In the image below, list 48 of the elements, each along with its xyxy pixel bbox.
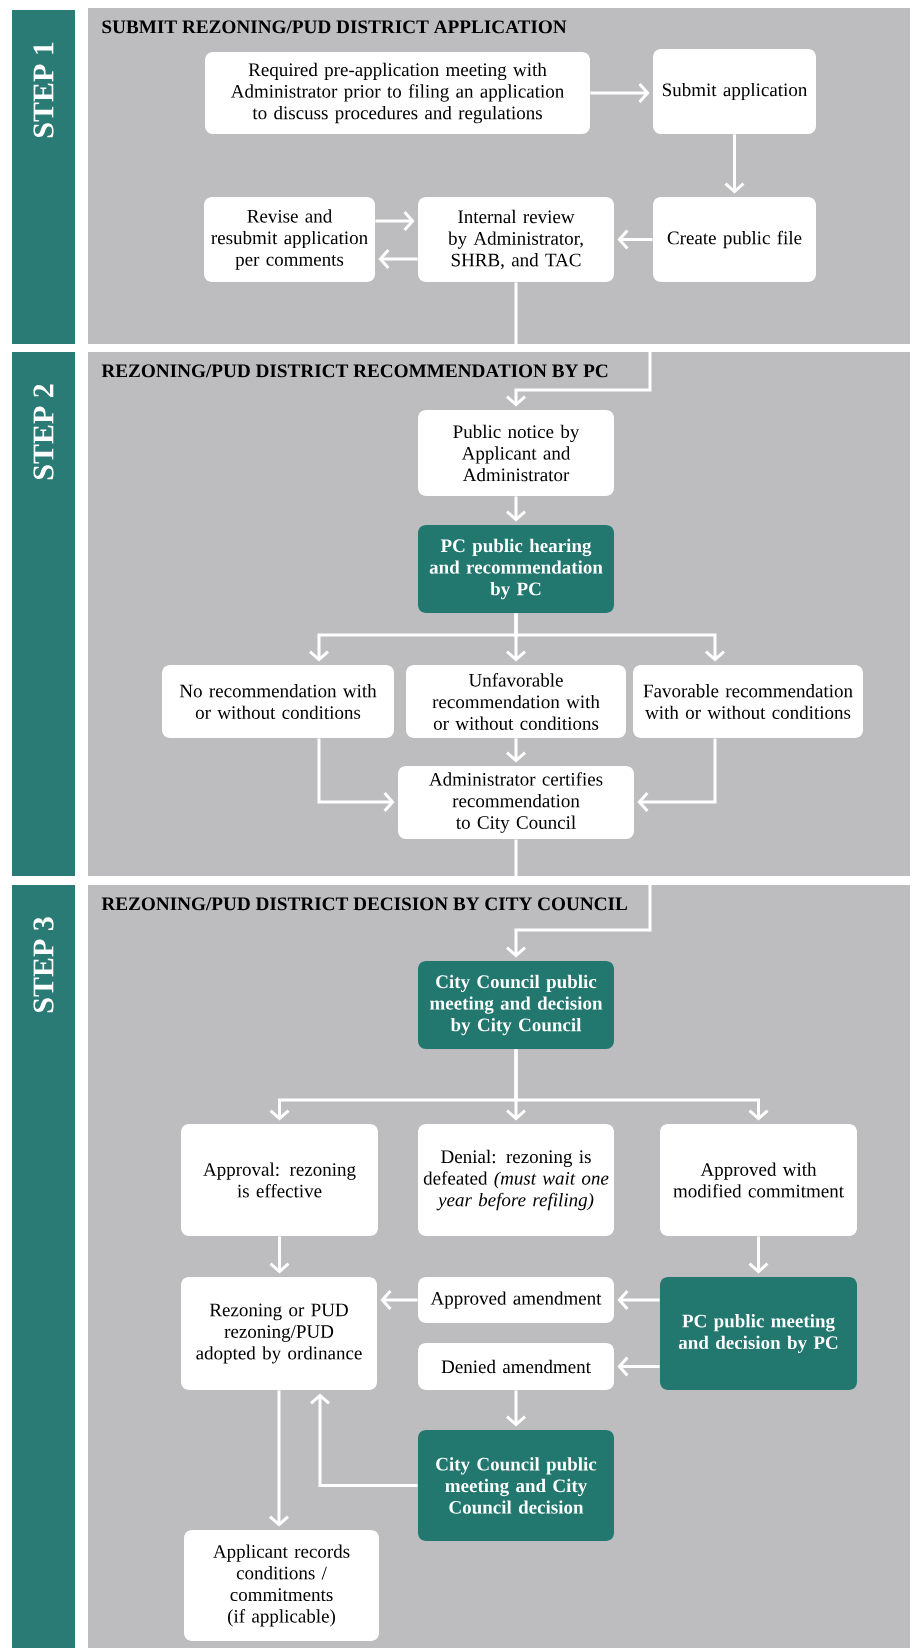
- meeting-box: PC public meeting and decision by PC: [660, 1277, 857, 1390]
- process-box: Approved amendment: [418, 1277, 614, 1323]
- arrow: [506, 839, 652, 958]
- process-box: Applicant records conditions / commitments (if applicable): [184, 1530, 379, 1641]
- panel-heading: SUBMIT REZONING/PUD DISTRICT APPLICATION: [102, 20, 567, 34]
- arrow: [269, 1390, 289, 1527]
- process-box: Public notice by Applicant and Administrator: [418, 410, 614, 496]
- arrow: [378, 249, 418, 269]
- process-box: Denial: rezoning is defeated (must wait one year before refiling): [418, 1124, 614, 1236]
- process-box: Internal review by Administrator, SHRB, and TAC: [418, 197, 614, 282]
- process-box: Required pre-application meeting with Administrator prior to filing an application to discuss procedures and regulations: [205, 52, 590, 134]
- arrow: [317, 738, 395, 812]
- process-box: Approved with modified commitment: [660, 1124, 857, 1236]
- process-box: Unfavorable recommendation with or without conditions: [406, 665, 626, 738]
- arrow: [748, 1236, 769, 1274]
- arrow: [617, 229, 653, 250]
- step-label: STEP 2: [33, 384, 54, 480]
- process-box: No recommendation with or without conditions: [162, 665, 394, 738]
- arrow: [724, 134, 745, 194]
- arrow: [375, 211, 415, 231]
- arrow: [590, 83, 650, 103]
- arrow: [617, 1290, 660, 1310]
- arrow: [506, 1390, 526, 1427]
- process-box: Submit application: [653, 49, 816, 134]
- process-box: Rezoning or PUD rezoning/PUD adopted by ordinance: [181, 1277, 377, 1390]
- arrow: [637, 738, 717, 812]
- meeting-box: City Council public meeting and City Council decision: [418, 1430, 614, 1541]
- arrow: [617, 1356, 660, 1377]
- arrow: [310, 1393, 418, 1487]
- process-box: Favorable recommendation with or without conditions: [633, 665, 863, 738]
- arrow: [514, 613, 725, 662]
- step-label: STEP 3: [33, 917, 54, 1013]
- arrow: [514, 1049, 769, 1121]
- process-box: Approval: rezoning is effective: [181, 1124, 378, 1236]
- arrow: [506, 282, 652, 407]
- panel-heading: REZONING/PUD DISTRICT DECISION BY CITY COUNCIL: [101, 897, 627, 911]
- arrow: [269, 1236, 290, 1274]
- arrow: [506, 496, 526, 522]
- arrow: [506, 738, 526, 763]
- meeting-box: PC public hearing and recommendation by PC: [418, 525, 614, 613]
- meeting-box: City Council public meeting and decision by City Council: [418, 961, 614, 1049]
- process-box: Administrator certifies recommendation to City Council: [398, 766, 634, 839]
- arrow: [380, 1290, 418, 1310]
- process-box: Denied amendment: [418, 1343, 614, 1390]
- process-box: Revise and resubmit application per comments: [204, 197, 375, 282]
- panel-heading: REZONING/PUD DISTRICT RECOMMENDATION BY PC: [101, 364, 608, 378]
- process-box: Create public file: [653, 197, 816, 282]
- step-label: STEP 1: [33, 42, 54, 138]
